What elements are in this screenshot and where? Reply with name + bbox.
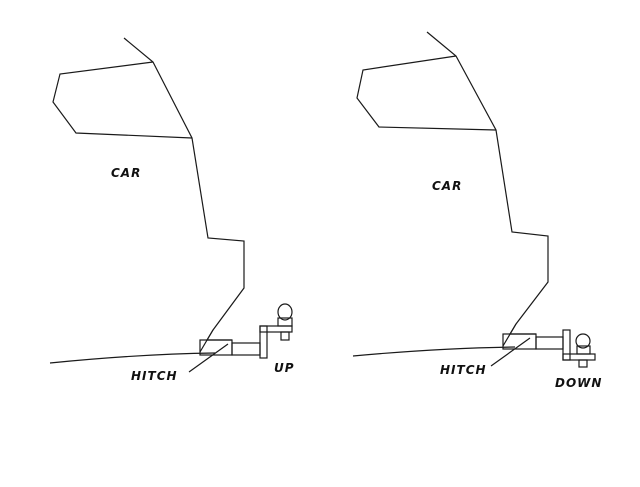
hitch-assembly	[199, 303, 293, 359]
car-body-outline	[123, 37, 245, 353]
hitch-assembly	[502, 323, 596, 368]
car-body-outline	[426, 31, 549, 347]
car-label: CAR	[432, 179, 462, 193]
state-label-down: DOWN	[555, 376, 602, 390]
hitch-label: HITCH	[131, 369, 178, 383]
ground-line	[352, 346, 516, 357]
ground-line	[49, 352, 216, 364]
panel-up: CAR HITCH UP	[49, 37, 295, 383]
hitch-pointer-line	[490, 337, 531, 367]
state-label-up: UP	[274, 361, 295, 375]
hitch-ball	[575, 333, 591, 349]
car-window-outline	[356, 55, 497, 131]
panel-down: CAR HITCH DOWN	[352, 31, 602, 390]
hitch-ball	[277, 303, 293, 321]
hitch-pointer-line	[188, 343, 229, 373]
car-label: CAR	[111, 166, 141, 180]
car-window-outline	[52, 61, 193, 139]
hitch-label: HITCH	[440, 363, 487, 377]
